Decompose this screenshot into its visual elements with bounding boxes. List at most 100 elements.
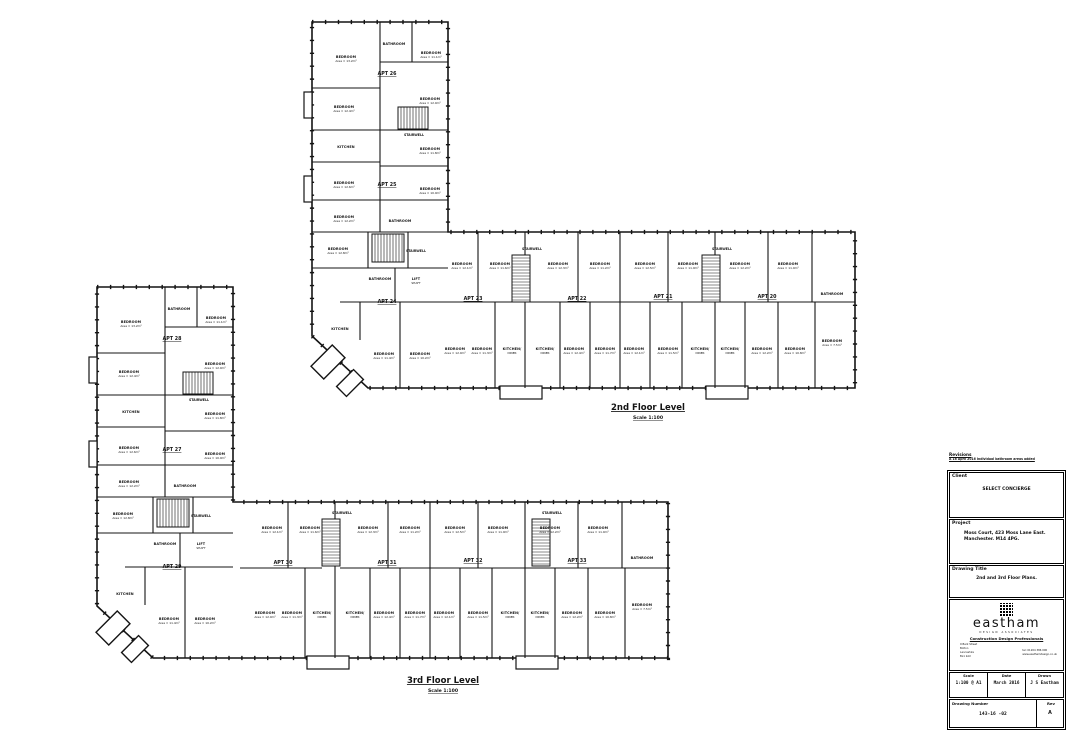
room-label: BATHROOM [631, 556, 654, 560]
room-area-label: DINER [725, 351, 734, 355]
stairwell-label: STAIRWELL [332, 511, 352, 515]
room-label: BEDROOM [678, 262, 699, 266]
room-area-label: Area = 12.0m² [419, 101, 440, 105]
room-area-label: Area = 10.8m² [594, 615, 615, 619]
room-area-label: Area = 11.4m² [373, 356, 394, 360]
room-label: BEDROOM [445, 526, 466, 530]
wall-projection [499, 385, 543, 400]
exterior-wall [96, 286, 669, 659]
room-label: BEDROOM [336, 55, 357, 59]
room-label: BEDROOM [730, 262, 751, 266]
room-area-label: Area = 12.1m² [433, 615, 454, 619]
room-label: BEDROOM [752, 347, 773, 351]
apartment-label: APT 22 [568, 296, 587, 302]
stairwell-label: STAIRWELL [404, 133, 424, 137]
drawing-number-value: 143-16 -02 [979, 712, 1007, 717]
client-name: SELECT CONCIERGE [982, 487, 1031, 492]
room-label: BEDROOM [658, 347, 679, 351]
room-area-label: Area = 12.8m² [112, 516, 133, 520]
room-area-label: Area = 11.2m² [399, 530, 420, 534]
client-label: Client [952, 474, 968, 479]
stairwell [371, 233, 405, 263]
room-label: BEDROOM [121, 320, 142, 324]
room-area-label: Area = 11.4m² [158, 621, 179, 625]
room-label: LIFT [197, 542, 206, 546]
room-label: BEDROOM [113, 512, 134, 516]
apartment-label: APT 21 [654, 294, 673, 300]
stairwell-label: STAIRWELL [712, 247, 732, 251]
room-area-label: Area = 12.1m² [623, 351, 644, 355]
plan-scale-note: Scale 1:100 [428, 688, 458, 694]
room-area-label: Area = 10.9m² [419, 191, 440, 195]
room-area-label: Area = 12.2m² [333, 219, 354, 223]
room-label: BEDROOM [452, 262, 473, 266]
date-value: March 2016 [993, 681, 1020, 686]
room-label: BEDROOM [590, 262, 611, 266]
exterior-wall [311, 21, 856, 389]
room-label: BEDROOM [255, 611, 276, 615]
room-label: BEDROOM [334, 105, 355, 109]
company-logo-section: eastham DESIGN ASSOCIATES Construction D… [949, 599, 1064, 671]
drawing-title-section: Drawing Title 2nd and 3rd Floor Plans. [949, 565, 1064, 598]
stairwell [321, 518, 341, 567]
room-label: BEDROOM [420, 147, 441, 151]
drawing-number-cell: Drawing Number 143-16 -02 [950, 700, 1037, 727]
project-address: Moss Court, 423 Moss Lane East. Manchest… [964, 531, 1046, 542]
room-label: KITCHEN [331, 327, 348, 331]
room-area-label: Area = 11.9m² [677, 266, 698, 270]
company-name: eastham [972, 616, 1041, 631]
room-area-label: Area = 12.4m² [563, 351, 584, 355]
room-area-label: Area = 13.2m² [335, 59, 356, 63]
drawing-title: 2nd and 3rd Floor Plans. [976, 576, 1037, 581]
stairwell [182, 371, 214, 395]
room-label: BATHROOM [174, 484, 197, 488]
room-area-label: Area = 11.2m² [589, 266, 610, 270]
apartment-label: APT 25 [378, 182, 397, 188]
apartment-label: APT 26 [378, 71, 398, 77]
project-section: Project Moss Court, 423 Moss Lane East. … [949, 519, 1064, 564]
room-label: BEDROOM [205, 412, 226, 416]
stairwell-label: STAIRWELL [522, 247, 542, 251]
scale-value: 1:100 @ A1 [955, 681, 982, 686]
room-label: BATHROOM [369, 277, 392, 281]
date-label: Date [1001, 674, 1012, 678]
company-subtitle: DESIGN ASSOCIATES [979, 631, 1034, 634]
room-area-label: Area = 12.2m² [751, 351, 772, 355]
stairwell-label: STAIRWELL [191, 514, 211, 518]
scale-date-drawn-row: Scale 1:100 @ A1 Date March 2016 Drawn J… [949, 672, 1064, 698]
room-area-label: Area = 12.5m² [634, 266, 655, 270]
room-label: BEDROOM [159, 617, 180, 621]
room-area-label: Area = 7.5m² [822, 343, 841, 347]
stairwell [701, 254, 721, 303]
room-area-label: Area = 12.6m² [333, 185, 354, 189]
room-area-label: Area = 12.4m² [118, 374, 139, 378]
rev-value: A [1048, 711, 1052, 716]
room-label: KITCHEN/ [346, 611, 365, 615]
room-label: BEDROOM [420, 187, 441, 191]
room-area-label: Area = 10.2m² [409, 356, 430, 360]
rev-cell: Rev A [1037, 700, 1063, 727]
room-label: BEDROOM [205, 362, 226, 366]
room-label: BEDROOM [822, 339, 843, 343]
room-label: BEDROOM [300, 526, 321, 530]
room-area-label: Area = 12.4m² [373, 615, 394, 619]
room-label: BATHROOM [154, 542, 177, 546]
apartment-label: APT 24 [378, 299, 398, 305]
room-area-label: Area = 12.0m² [254, 615, 275, 619]
room-area-label: Area = 11.7m² [404, 615, 425, 619]
title-block-frame: Client SELECT CONCIERGE Project Moss Cou… [947, 470, 1066, 730]
room-area-label: Area = 12.2m² [118, 484, 139, 488]
scale-label: Scale [963, 674, 974, 678]
room-label: BEDROOM [624, 347, 645, 351]
room-label: KITCHEN/ [313, 611, 332, 615]
room-label: BEDROOM [358, 526, 379, 530]
room-area-label: Area = 11.8m² [419, 151, 440, 155]
apartment-label: APT 29 [163, 564, 183, 570]
room-area-label: Area = 12.0m² [444, 351, 465, 355]
date-cell: Date March 2016 [988, 673, 1026, 697]
company-grid-icon [1000, 603, 1013, 616]
room-label: KITCHEN/ [501, 611, 520, 615]
room-area-label: Area = 11.1m² [420, 55, 441, 59]
wall-projection [88, 356, 98, 384]
apartment-label: APT 30 [274, 560, 294, 566]
